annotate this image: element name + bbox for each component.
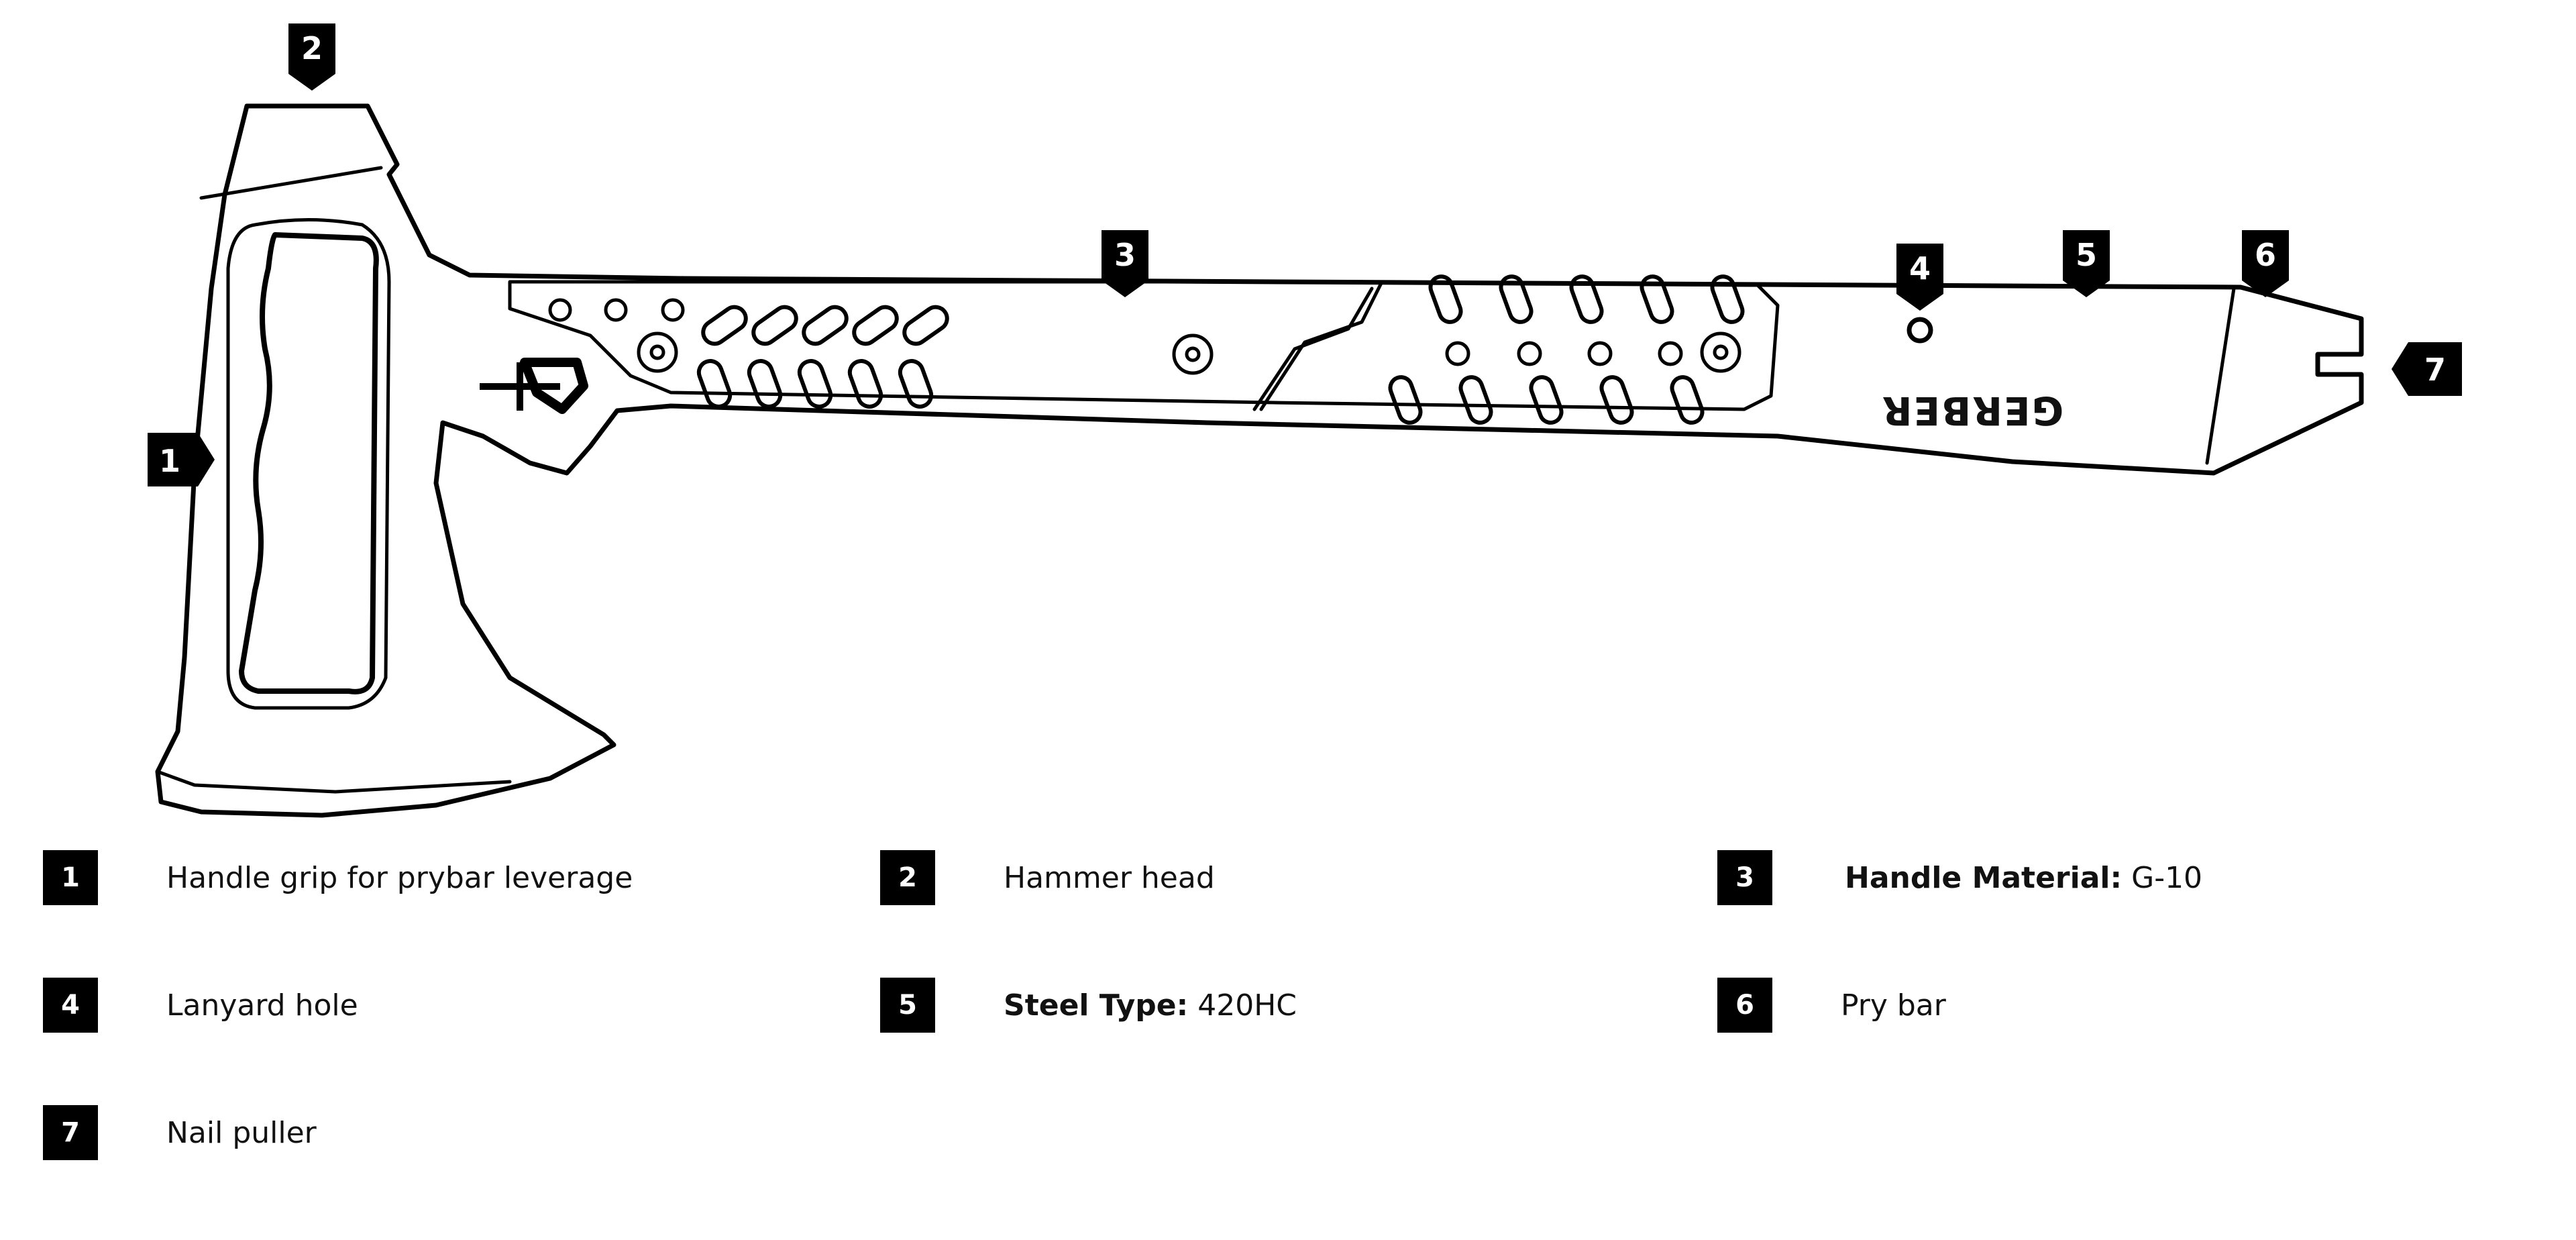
legend-badge: 2 [880, 850, 935, 905]
callout-1: 1 [148, 433, 215, 486]
legend-item-7: 7 Nail puller [43, 1105, 317, 1160]
callout-2-label: 2 [301, 30, 323, 66]
gerber-logo: GERBER [1881, 388, 2063, 433]
handle-scale [508, 280, 1780, 411]
legend-item-5: 5 Steel Type: 420HC [880, 978, 1297, 1033]
legend-label: Steel Type: 420HC [1004, 988, 1297, 1023]
legend-badge: 6 [1717, 978, 1772, 1033]
legend-label: Hammer head [1004, 860, 1215, 895]
callout-1-label: 1 [159, 443, 180, 479]
legend-badge: 7 [43, 1105, 98, 1160]
legend-bold: Steel Type: [1004, 988, 1189, 1023]
lanyard-hole [1907, 317, 1933, 344]
legend-badge: 4 [43, 978, 98, 1033]
legend-label: Handle Material: G-10 [1845, 860, 2203, 895]
legend-label: Lanyard hole [166, 988, 358, 1023]
callout-5-label: 5 [2076, 237, 2097, 273]
callout-7-label: 7 [2424, 352, 2446, 388]
axe-outline [155, 103, 2364, 818]
gerber-emblem-icon [480, 358, 588, 414]
legend-badge: 3 [1717, 850, 1772, 905]
callout-3: 3 [1102, 230, 1148, 297]
callout-2: 2 [288, 23, 335, 91]
legend-badge: 1 [43, 850, 98, 905]
callout-5: 5 [2063, 230, 2110, 297]
callout-6-label: 6 [2255, 237, 2276, 273]
callout-7: 7 [2392, 342, 2462, 396]
legend-label: Handle grip for prybar leverage [166, 860, 633, 895]
callout-3-label: 3 [1114, 237, 1136, 273]
callout-4-label: 4 [1909, 250, 1931, 287]
legend-label: Pry bar [1841, 988, 1946, 1023]
legend-label: Nail puller [166, 1115, 317, 1150]
handle-grip-cutout [239, 232, 379, 694]
callout-4: 4 [1896, 244, 1943, 311]
callout-6: 6 [2242, 230, 2289, 297]
legend-badge: 5 [880, 978, 935, 1033]
legend-item-1: 1 Handle grip for prybar leverage [43, 850, 633, 905]
legend-item-3: 3 Handle Material: G-10 [1717, 850, 2203, 905]
handle-grip-outline [226, 218, 391, 710]
legend-item-2: 2 Hammer head [880, 850, 1215, 905]
legend-bold: Handle Material: [1845, 860, 2123, 895]
legend-item-4: 4 Lanyard hole [43, 978, 358, 1033]
legend-item-6: 6 Pry bar [1717, 978, 1946, 1033]
